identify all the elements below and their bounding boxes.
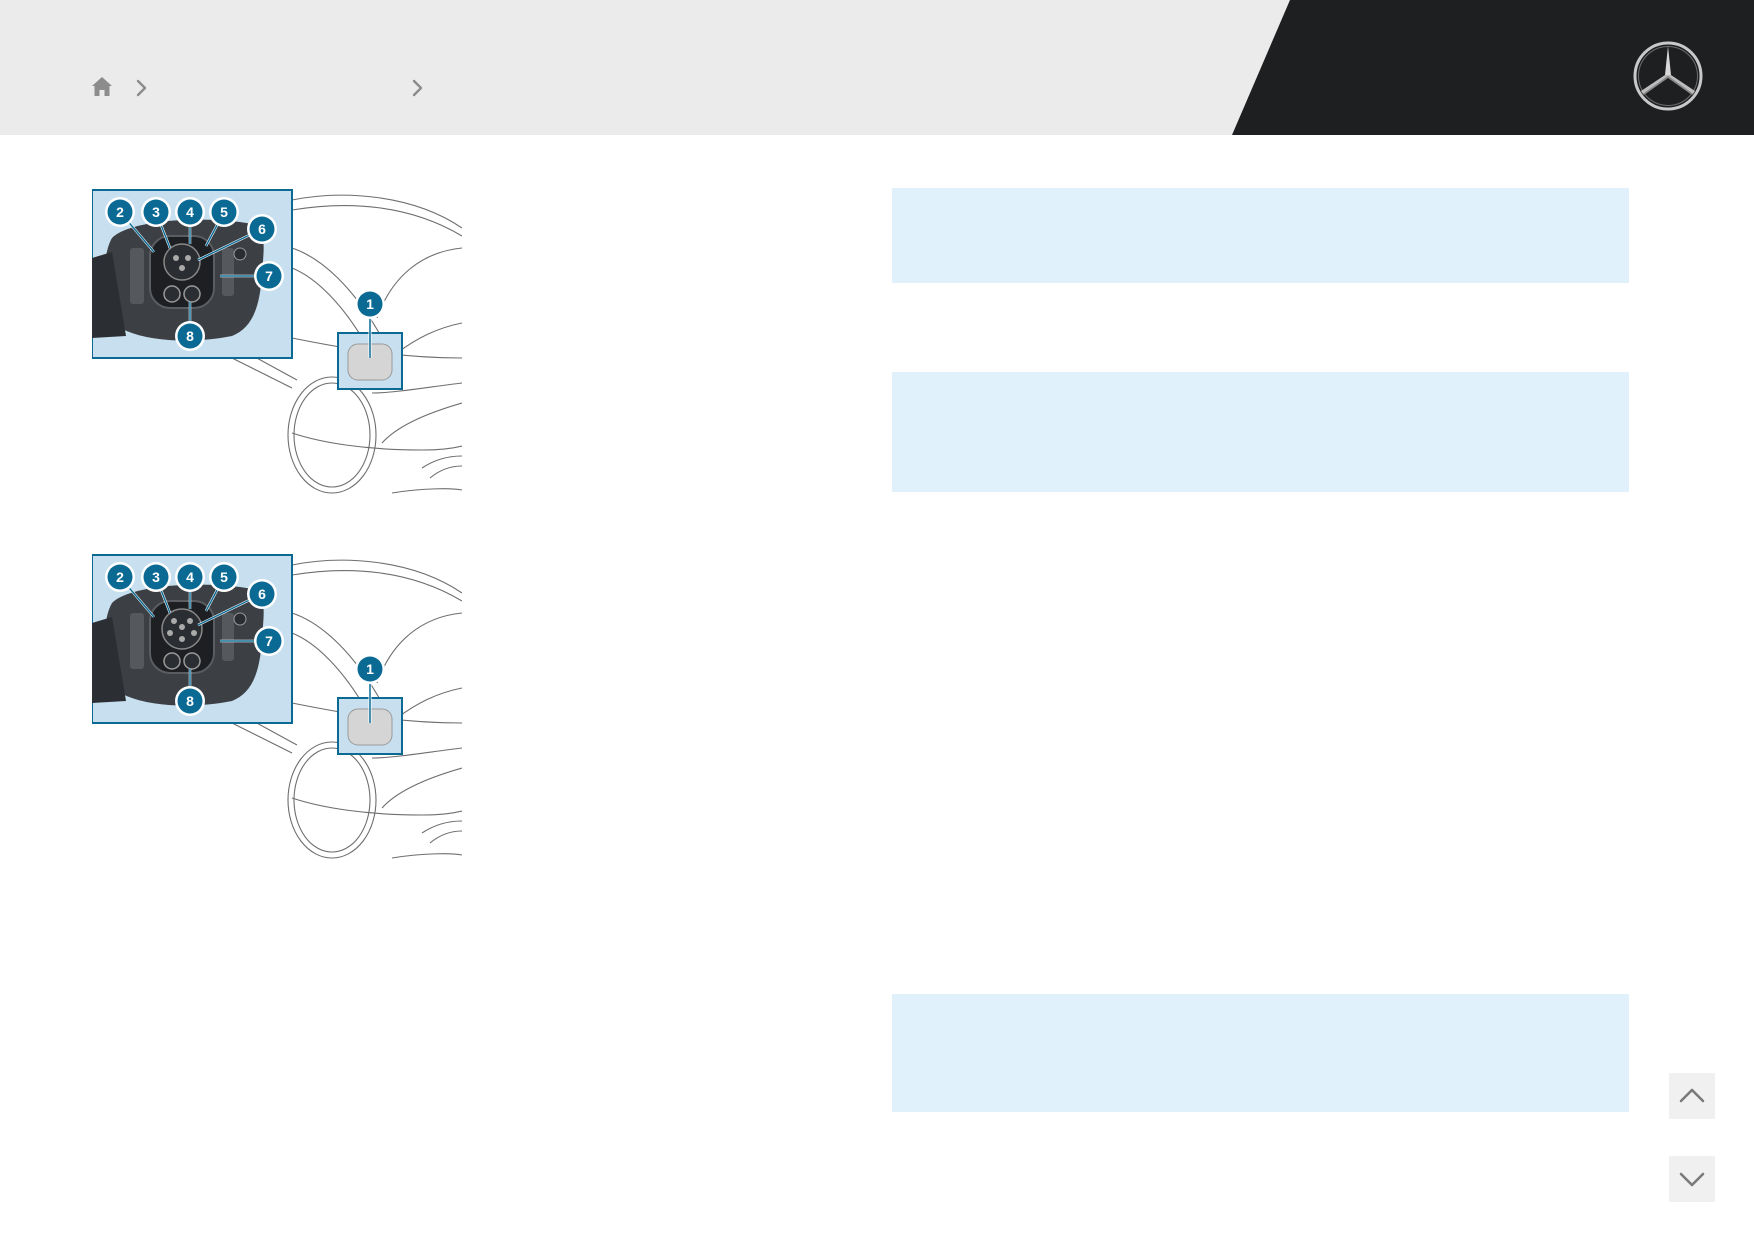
svg-text:6: 6 bbox=[258, 221, 266, 237]
callout-6: 6 bbox=[247, 579, 277, 609]
callout-1: 1 bbox=[355, 289, 385, 319]
callout-4: 4 bbox=[175, 197, 205, 227]
svg-text:3: 3 bbox=[152, 204, 160, 220]
chevron-right-icon bbox=[410, 72, 426, 104]
mercedes-star-logo bbox=[1633, 41, 1703, 111]
callout-4: 4 bbox=[175, 562, 205, 592]
scroll-up-button[interactable] bbox=[1669, 1073, 1715, 1119]
svg-text:1: 1 bbox=[366, 661, 374, 677]
svg-text:5: 5 bbox=[220, 204, 228, 220]
callout-2: 2 bbox=[105, 562, 135, 592]
callout-5: 5 bbox=[209, 197, 239, 227]
callout-5: 5 bbox=[209, 562, 239, 592]
page-header bbox=[0, 0, 1754, 135]
callout-1: 1 bbox=[355, 654, 385, 684]
svg-text:2: 2 bbox=[116, 204, 124, 220]
charging-socket-illustration: 1 2 3 4 5 6 7 8 bbox=[92, 554, 462, 859]
home-icon[interactable] bbox=[90, 72, 114, 104]
chevron-right-icon bbox=[134, 72, 150, 104]
callout-8: 8 bbox=[175, 321, 205, 351]
callout-2: 2 bbox=[105, 197, 135, 227]
callout-7: 7 bbox=[254, 626, 284, 656]
svg-text:4: 4 bbox=[186, 569, 194, 585]
svg-text:1: 1 bbox=[366, 296, 374, 312]
callout-3: 3 bbox=[141, 197, 171, 227]
header-accent-panel bbox=[1232, 0, 1754, 135]
svg-text:3: 3 bbox=[152, 569, 160, 585]
charging-socket-illustration: 1 2 3 4 5 6 7 8 bbox=[92, 189, 462, 494]
svg-text:8: 8 bbox=[186, 693, 194, 709]
chevron-up-icon bbox=[1679, 1088, 1705, 1103]
callout-6: 6 bbox=[247, 214, 277, 244]
callout-8: 8 bbox=[175, 686, 205, 716]
svg-text:2: 2 bbox=[116, 569, 124, 585]
svg-text:7: 7 bbox=[265, 633, 273, 649]
svg-text:7: 7 bbox=[265, 268, 273, 284]
info-box bbox=[892, 994, 1629, 1112]
svg-text:4: 4 bbox=[186, 204, 194, 220]
svg-text:5: 5 bbox=[220, 569, 228, 585]
callout-7: 7 bbox=[254, 261, 284, 291]
svg-text:6: 6 bbox=[258, 586, 266, 602]
chevron-down-icon bbox=[1679, 1172, 1705, 1187]
scroll-down-button[interactable] bbox=[1669, 1156, 1715, 1202]
info-box bbox=[892, 372, 1629, 492]
callout-3: 3 bbox=[141, 562, 171, 592]
svg-text:8: 8 bbox=[186, 328, 194, 344]
info-box bbox=[892, 188, 1629, 283]
